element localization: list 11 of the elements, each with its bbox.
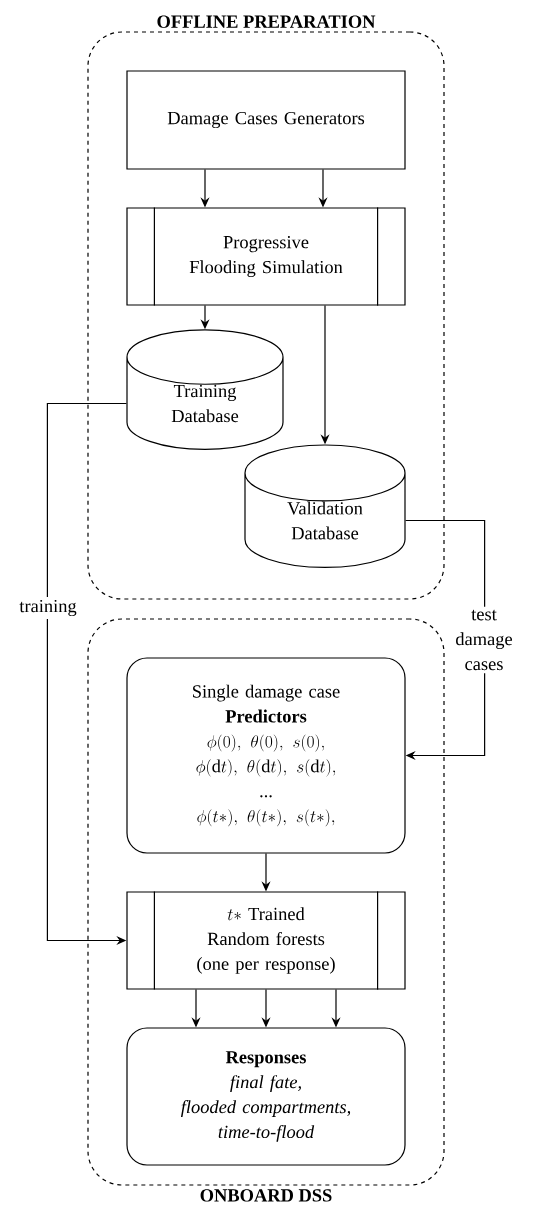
predefined-process-box: Progressive Flooding Simulation (126, 206, 406, 307)
edge-label: test damage cases (449, 606, 519, 674)
predefined-process-box: $t{*}\text{ Trained}$ Random forests (one per response) (126, 890, 406, 991)
edge-label: training (16, 596, 80, 620)
database-cylinder: Validation Database (244, 444, 406, 569)
group-title: ONBOARD DSS (200, 1189, 332, 1202)
rounded-box: Single damage case Predictors $\phi(0),\ \theta(0),\ s(0),$ $\phi(\mathrm{d}t),\ \theta(\mathrm{d}t),\ s(\mathrm{d}t),$ ... $\phi(t{*}),\ \theta(t{*}),\ s(t{*}),$ (126, 657, 406, 854)
process-box: Damage Cases Generators (126, 70, 406, 170)
rounded-box: Responses final fate, flooded compartments, time-to-flood (126, 1027, 406, 1166)
group-title: OFFLINE PREPARATION (157, 15, 376, 28)
database-cylinder: Training Database (126, 329, 284, 450)
